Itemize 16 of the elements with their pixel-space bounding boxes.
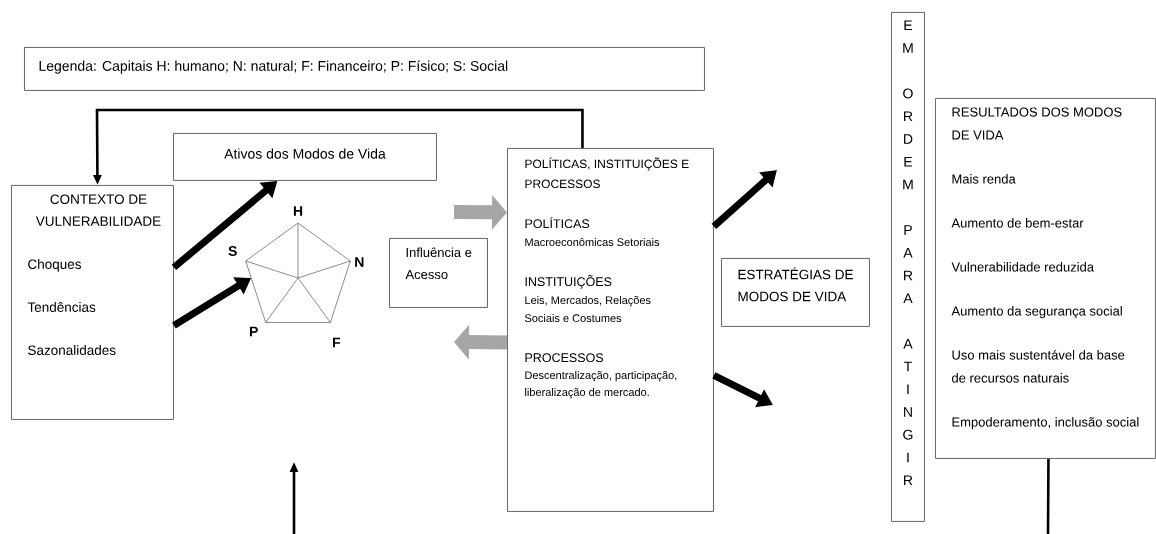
policy-box: POLÍTICAS, INSTITUIÇÕES E PROCESSOS POLÍTICAS Macroeconômicas Setoriais INSTITUIÇÕES Leis, Mercados, Relações Sociais e Costumes PROCESSOS Descentralização, participação, liberalização de mercado.	[507, 148, 714, 512]
context-box: CONTEXTO DE VULNERABILIDADE Choques Tendências Sazonalidades	[11, 185, 174, 420]
corner-label: N	[355, 257, 364, 267]
vertical-text-box: EM ORDEM PARA ATINGIR	[891, 12, 925, 522]
pentagon-drawing	[245, 222, 351, 323]
title-box: Ativos dos Modos de Vida	[173, 133, 437, 181]
label-box: Influência e Acesso	[389, 238, 488, 308]
legend-box: Legenda: Capitais H: humano; N: natural; F: Financeiro; P: Físico; S: Social	[24, 47, 705, 91]
outcome-box: RESULTADOS DOS MODOS DE VIDA Mais renda Aumento de bem-estar Vulnerabilidade reduzida Aumento da segurança social Uso mais sustentável da base de recursos naturais Empoderamento, inclusão social	[935, 98, 1156, 459]
corner-label: F	[333, 337, 341, 348]
arrow	[711, 170, 777, 230]
strategy-box: ESTRATÉGIAS DE MODOS DE VIDA	[721, 258, 870, 327]
corner-label: P	[249, 326, 258, 337]
corner-label: H	[293, 206, 303, 216]
connector-line	[1046, 458, 1050, 534]
corner-label: S	[228, 246, 237, 256]
